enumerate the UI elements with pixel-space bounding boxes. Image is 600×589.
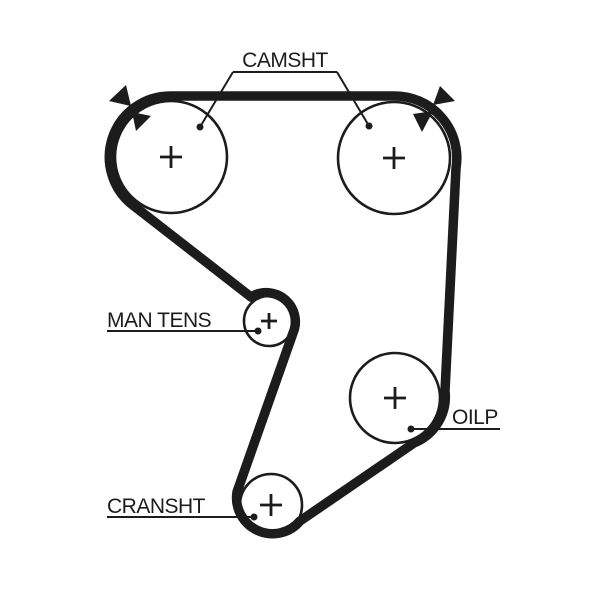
- camshaft-left-pulley: [113, 99, 229, 215]
- camshaft-right-center-mark: [383, 147, 405, 169]
- oil-pump-pulley: [348, 351, 442, 445]
- timing-arrow-icon-right-inner: [413, 111, 433, 132]
- timing-arrow-icon-right-outer: [433, 86, 455, 105]
- camshaft-right-pulley: [336, 100, 452, 216]
- pulley-center-marks: [160, 146, 406, 516]
- leader-line: [336, 71, 370, 127]
- crankshaft-hub-dot-icon: [250, 513, 258, 521]
- camshaft-right-hub-dot-icon: [365, 122, 373, 130]
- crankshaft-label-leader: [107, 513, 258, 521]
- timing-arrows: [109, 85, 455, 132]
- oil-pump-label: OILP: [452, 406, 498, 429]
- timing-arrow-icon-left-outer: [109, 85, 131, 106]
- camshaft-label-leader: [196, 71, 373, 131]
- camshaft-left-center-mark: [160, 146, 182, 168]
- tensioner-label-leader: [107, 327, 262, 335]
- timing-arrow-icon-left-inner: [132, 112, 151, 131]
- leader-line: [199, 71, 234, 128]
- tensioner-hub-dot-icon: [254, 327, 262, 335]
- oil-pump-hub-dot-icon: [407, 425, 415, 433]
- oil-pump-center-mark: [384, 387, 406, 409]
- camshaft-left-hub-dot-icon: [196, 123, 204, 131]
- oil-pump-label-leader: [407, 425, 500, 433]
- crankshaft-center-mark: [260, 494, 282, 516]
- camshaft-label: CAMSHT: [242, 49, 328, 72]
- tensioner-center-mark: [261, 313, 277, 329]
- timing-belt: [104, 91, 462, 539]
- labels: CAMSHT MAN TENS OILP CRANSHT: [107, 49, 498, 518]
- crankshaft-label: CRANSHT: [107, 495, 206, 518]
- tensioner-label: MAN TENS: [107, 309, 212, 332]
